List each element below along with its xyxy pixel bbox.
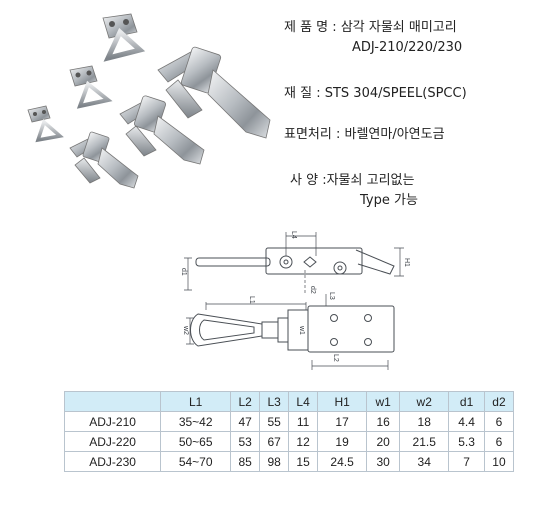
table-cell: 19 xyxy=(317,431,368,452)
table-cell: 85 xyxy=(230,451,261,472)
table-cell: 55 xyxy=(259,411,290,432)
table-cell: 30 xyxy=(366,451,401,472)
table-cell: 15 xyxy=(288,451,319,472)
model-codes: ADJ-210/220/230 xyxy=(352,40,463,55)
table-header-corner xyxy=(63,391,162,412)
table-cell: 18 xyxy=(399,411,450,432)
table-header-h1: H1 xyxy=(317,391,368,412)
spec-table: L1 L2 L3 L4 H1 w1 w2 d1 d2 ADJ-210 35~42… xyxy=(63,391,515,472)
dim-label-w2: w2 xyxy=(182,325,189,335)
table-cell: 6 xyxy=(483,431,515,452)
table-row: ADJ-210 35~42 47 55 11 17 16 18 4.4 6 xyxy=(63,411,515,432)
dim-label-l1: L1 xyxy=(248,296,255,304)
table-cell: 47 xyxy=(230,411,261,432)
spec-value-1: 자물쇠 고리없는 xyxy=(326,173,415,188)
table-row: ADJ-220 50~65 53 67 12 19 20 21.5 5.3 6 xyxy=(63,431,515,452)
dim-label-l4: L4 xyxy=(290,231,297,239)
table-cell: 67 xyxy=(259,431,290,452)
material-value: STS 304/SPEEL(SPCC) xyxy=(324,86,467,101)
dim-label-d2: d2 xyxy=(309,286,316,294)
dim-label-l3: L3 xyxy=(328,292,335,300)
dim-label-h1: H1 xyxy=(403,258,410,267)
surface-value: 바렐연마/아연도금 xyxy=(344,127,445,142)
top-view xyxy=(186,294,395,370)
table-cell: 98 xyxy=(259,451,290,472)
model-cell: ADJ-230 xyxy=(63,451,162,472)
spec-value-2: Type 가능 xyxy=(360,193,418,208)
table-cell: 54~70 xyxy=(160,451,232,472)
table-cell: 12 xyxy=(288,431,319,452)
table-cell: 11 xyxy=(288,411,319,432)
latch-medium xyxy=(69,65,205,165)
product-name: 삼각 자물쇠 매미고리 xyxy=(340,20,457,35)
side-view xyxy=(184,232,404,294)
table-cell: 21.5 xyxy=(399,431,450,452)
product-name-label: 제 품 명 xyxy=(284,20,329,35)
dim-label-w1: w1 xyxy=(298,325,305,335)
table-header-d2: d2 xyxy=(483,391,515,412)
table-header-row: L1 L2 L3 L4 H1 w1 w2 d1 d2 xyxy=(63,391,515,412)
technical-drawing: L4 H1 d1 L1 d2 L3 w2 w1 L2 xyxy=(180,231,410,370)
table-cell: 6 xyxy=(483,411,515,432)
latch-large xyxy=(102,13,271,139)
table-cell: 10 xyxy=(483,451,515,472)
latch-small xyxy=(27,105,139,189)
table-header-w1: w1 xyxy=(366,391,401,412)
table-header-l3: L3 xyxy=(259,391,290,412)
table-cell: 50~65 xyxy=(160,431,232,452)
material-label: 재 질 xyxy=(284,86,313,101)
table-header-w2: w2 xyxy=(399,391,450,412)
table-cell: 34 xyxy=(399,451,450,472)
table-header-l4: L4 xyxy=(288,391,319,412)
table-cell: 5.3 xyxy=(448,431,485,452)
table-cell: 35~42 xyxy=(160,411,232,432)
model-cell: ADJ-210 xyxy=(63,411,162,432)
spec-label: 사 양 xyxy=(290,173,319,188)
model-cell: ADJ-220 xyxy=(63,431,162,452)
table-header-l1: L1 xyxy=(160,391,232,412)
table-header-l2: L2 xyxy=(230,391,261,412)
table-row: ADJ-230 54~70 85 98 15 24.5 30 34 7 10 xyxy=(63,451,515,472)
table-cell: 17 xyxy=(317,411,368,432)
surface-label: 표면처리 xyxy=(284,127,332,142)
table-cell: 7 xyxy=(448,451,485,472)
table-cell: 53 xyxy=(230,431,261,452)
dim-label-d1: d1 xyxy=(180,268,187,276)
table-header-d1: d1 xyxy=(448,391,485,412)
table-cell: 20 xyxy=(366,431,401,452)
table-cell: 24.5 xyxy=(317,451,368,472)
table-cell: 16 xyxy=(366,411,401,432)
dim-label-l2: L2 xyxy=(332,354,339,362)
product-photo xyxy=(27,13,271,189)
table-cell: 4.4 xyxy=(448,411,485,432)
